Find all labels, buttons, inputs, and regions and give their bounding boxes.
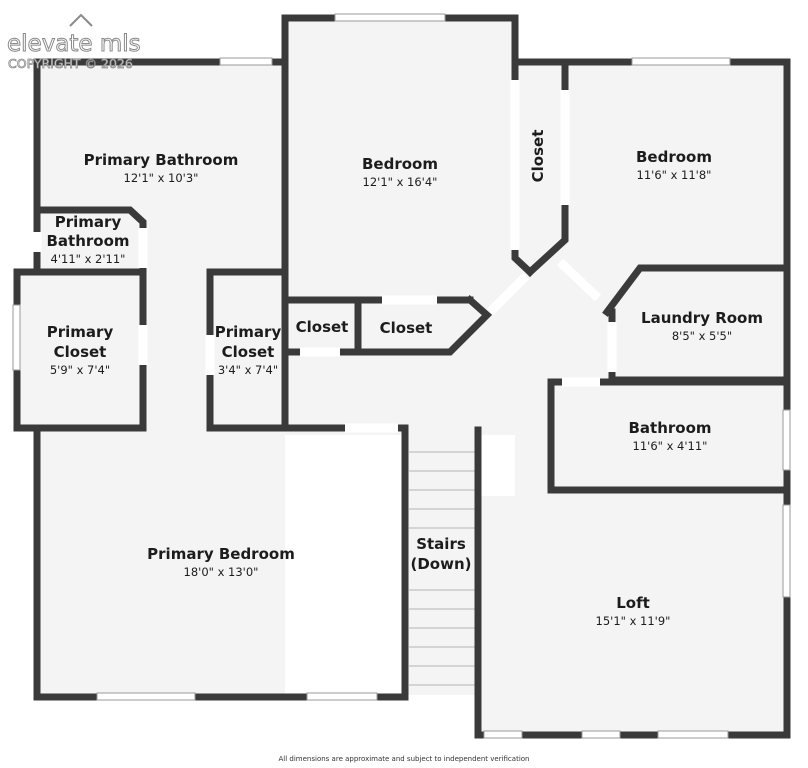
- laundry-room-name: Laundry Room: [641, 309, 763, 327]
- closet-b-name: Closet: [380, 319, 433, 337]
- closet-a-name: Closet: [296, 318, 349, 336]
- floor-fill: [17, 18, 787, 735]
- bedroom-center-name: Bedroom: [362, 155, 438, 173]
- loft-name: Loft: [616, 594, 650, 612]
- copyright-text: COPYRIGHT © 2026: [8, 56, 133, 71]
- primary-bathroom-small-name-2: Bathroom: [46, 232, 129, 250]
- disclaimer: All dimensions are approximate and subje…: [278, 755, 530, 763]
- bedroom-right-name: Bedroom: [636, 148, 712, 166]
- primary-bathroom-small-name-1: Primary: [55, 213, 122, 231]
- primary-bedroom-name: Primary Bedroom: [147, 545, 295, 563]
- primary-closet-left-name-2: Closet: [54, 343, 107, 361]
- bathroom-dims: 11'6" x 4'11": [633, 439, 708, 453]
- brand-name: elevate mls: [7, 31, 141, 57]
- stairs-treads: [409, 451, 476, 686]
- laundry-room-dims: 8'5" x 5'5": [672, 329, 732, 343]
- loft-dims: 15'1" x 11'9": [596, 614, 671, 628]
- primary-closet-mid-name-2: Closet: [222, 343, 275, 361]
- stairs-name-2: (Down): [410, 555, 471, 573]
- primary-closet-left-name-1: Primary: [47, 323, 114, 341]
- primary-bathroom-small-dims: 4'11" x 2'11": [51, 252, 126, 266]
- windows: [12, 13, 791, 739]
- bedroom-right-dims: 11'6" x 11'8": [637, 168, 712, 182]
- bedroom-center-dims: 12'1" x 16'4": [363, 175, 438, 189]
- roof-icon: [69, 13, 93, 27]
- brand-watermark: elevate mls COPYRIGHT © 2026: [7, 13, 141, 71]
- door-openings: [32, 80, 617, 433]
- primary-bathroom-dims: 12'1" x 10'3": [124, 171, 199, 185]
- bathroom-name: Bathroom: [628, 419, 711, 437]
- closet-vertical-name: Closet: [529, 130, 547, 183]
- stairs-name-1: Stairs: [416, 535, 466, 553]
- primary-bedroom-dims: 18'0" x 13'0": [184, 565, 259, 579]
- primary-bathroom-name: Primary Bathroom: [84, 151, 239, 169]
- primary-closet-mid-name-1: Primary: [215, 323, 282, 341]
- primary-closet-left-dims: 5'9" x 7'4": [50, 363, 110, 377]
- primary-closet-mid-dims: 3'4" x 7'4": [218, 363, 278, 377]
